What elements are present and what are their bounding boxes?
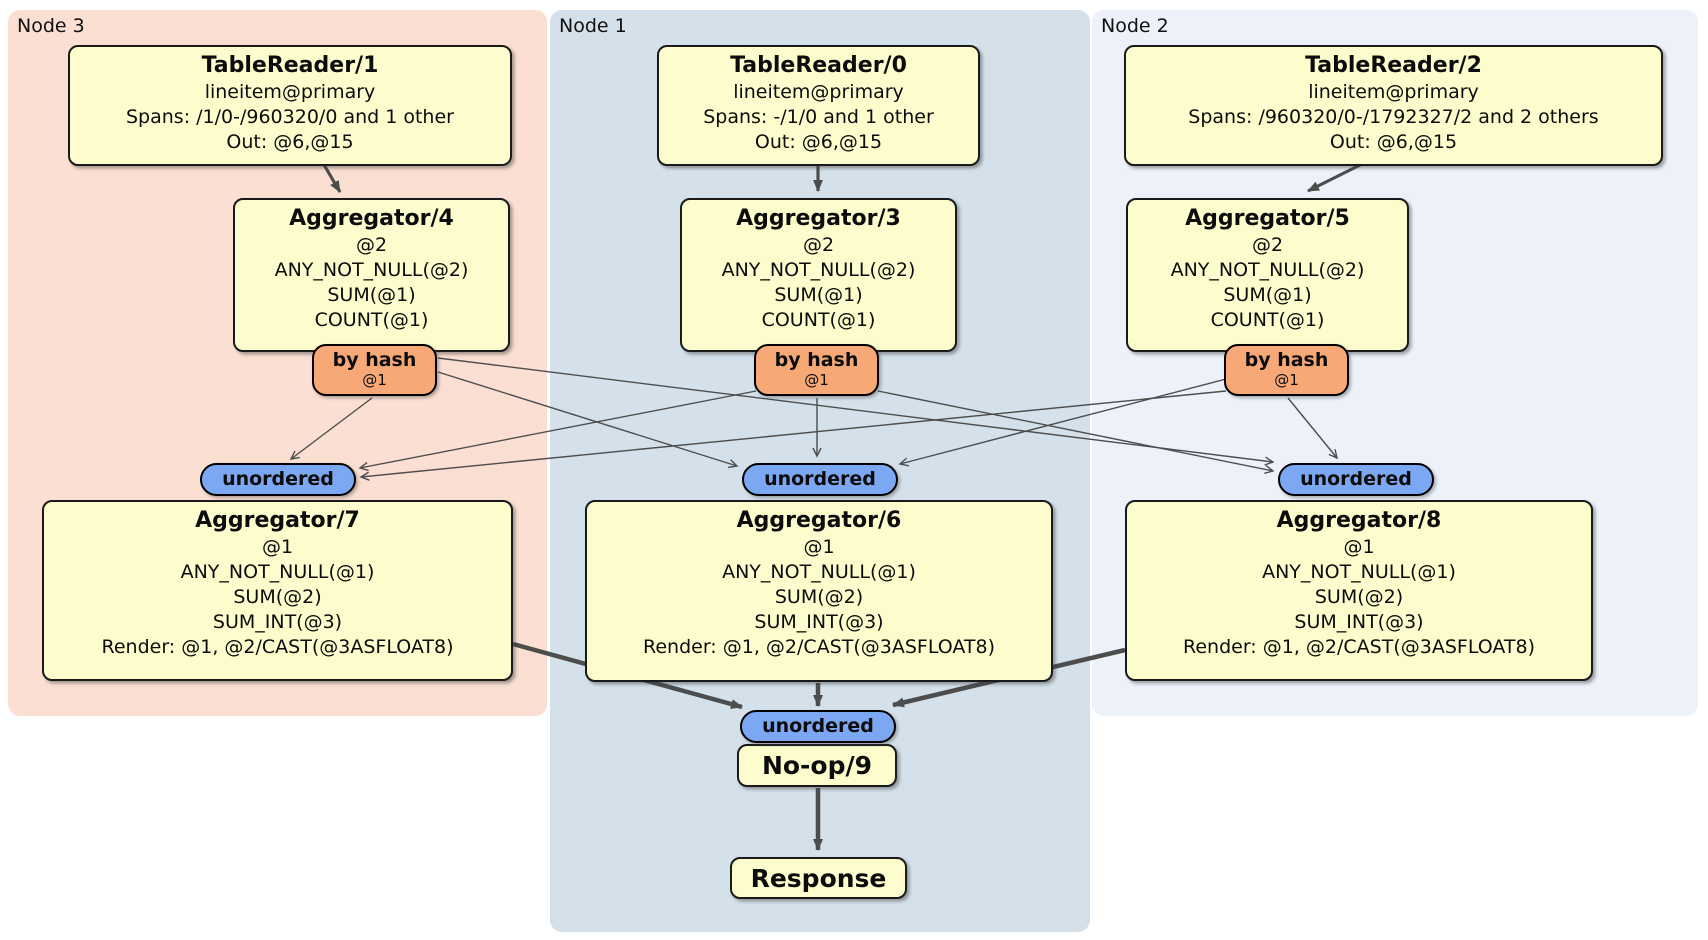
processor-detail: SUM(@2) xyxy=(233,586,322,608)
region-node3-label: Node 3 xyxy=(17,15,85,37)
router-by-hash-right: by hash @1 xyxy=(1224,344,1349,396)
region-node2-label: Node 2 xyxy=(1101,15,1169,37)
processor-detail: ANY_NOT_NULL(@2) xyxy=(274,259,469,281)
edge-hashL-syncC xyxy=(437,371,739,469)
processor-detail: Out: @6,@15 xyxy=(754,131,883,153)
processor-title: No-op/9 xyxy=(761,751,873,780)
sync-label: unordered xyxy=(1300,468,1412,490)
processor-detail: @1 xyxy=(261,536,294,558)
sync-label: unordered xyxy=(222,468,334,490)
router-columns: @1 xyxy=(804,371,829,389)
processor-title: Aggregator/6 xyxy=(736,508,902,533)
processor-detail: ANY_NOT_NULL(@1) xyxy=(180,561,375,583)
edge-hashC-syncR xyxy=(877,390,1275,475)
processor-detail: ANY_NOT_NULL(@2) xyxy=(721,259,916,281)
processor-noop: No-op/9 xyxy=(737,744,897,787)
processor-title: Aggregator/5 xyxy=(1185,206,1350,231)
processor-detail: @1 xyxy=(803,536,835,558)
processor-detail: Spans: /960320/0-/1792327/2 and 2 others xyxy=(1188,106,1599,128)
processor-detail: ANY_NOT_NULL(@1) xyxy=(1262,561,1456,583)
sync-unordered-center: unordered xyxy=(742,463,898,496)
processor-detail: @1 xyxy=(1343,536,1375,558)
processor-detail: SUM(@2) xyxy=(1314,586,1404,608)
processor-detail: COUNT(@1) xyxy=(761,309,876,331)
edge-hashL-syncR xyxy=(437,357,1275,466)
processor-aggregator-8: Aggregator/8 @1 ANY_NOT_NULL(@1) SUM(@2)… xyxy=(1125,500,1593,681)
processor-detail: Spans: -/1/0 and 1 other xyxy=(703,106,934,128)
processor-title: TableReader/2 xyxy=(1305,53,1482,78)
edge-hashR-syncC xyxy=(898,377,1231,467)
processor-detail: Render: @1, @2/CAST(@3ASFLOAT8) xyxy=(1183,636,1535,658)
processor-detail: SUM_INT(@3) xyxy=(1294,611,1424,633)
processor-aggregator-4: Aggregator/4 @2 ANY_NOT_NULL(@2) SUM(@1)… xyxy=(233,198,510,352)
processor-tablereader-0: TableReader/0 lineitem@primary Spans: -/… xyxy=(657,45,980,166)
processor-aggregator-5: Aggregator/5 @2 ANY_NOT_NULL(@2) SUM(@1)… xyxy=(1126,198,1409,352)
processor-tablereader-1: TableReader/1 lineitem@primary Spans: /1… xyxy=(68,45,512,166)
processor-detail: SUM(@1) xyxy=(774,284,863,306)
processor-title: Aggregator/4 xyxy=(289,206,454,231)
processor-detail: Spans: /1/0-/960320/0 and 1 other xyxy=(126,106,454,128)
router-by-hash-center: by hash @1 xyxy=(754,344,879,396)
processor-detail: COUNT(@1) xyxy=(1210,309,1325,331)
processor-detail: SUM(@1) xyxy=(1223,284,1312,306)
sync-unordered-left: unordered xyxy=(200,463,356,496)
sync-label: unordered xyxy=(764,468,876,490)
processor-aggregator-6: Aggregator/6 @1 ANY_NOT_NULL(@1) SUM(@2)… xyxy=(585,500,1053,682)
processor-aggregator-7: Aggregator/7 @1 ANY_NOT_NULL(@1) SUM(@2)… xyxy=(42,500,513,681)
router-columns: @1 xyxy=(362,371,387,389)
response-box: Response xyxy=(730,857,907,899)
processor-detail: Render: @1, @2/CAST(@3ASFLOAT8) xyxy=(643,636,995,658)
processor-detail: Out: @6,@15 xyxy=(1329,131,1458,153)
processor-detail: COUNT(@1) xyxy=(314,309,429,331)
response-label: Response xyxy=(750,864,887,893)
edge-hashR-syncL xyxy=(359,390,1227,481)
processor-title: Aggregator/3 xyxy=(736,206,901,231)
processor-detail: @2 xyxy=(802,234,835,256)
sync-unordered-right: unordered xyxy=(1278,463,1434,496)
processor-detail: ANY_NOT_NULL(@2) xyxy=(1170,259,1365,281)
processor-detail: SUM(@2) xyxy=(774,586,864,608)
sync-unordered-bottom: unordered xyxy=(740,710,896,743)
processor-detail: lineitem@primary xyxy=(733,81,904,103)
processor-detail: SUM_INT(@3) xyxy=(754,611,884,633)
processor-detail: @2 xyxy=(1251,234,1284,256)
processor-title: TableReader/1 xyxy=(201,53,379,78)
router-label: by hash xyxy=(774,349,859,371)
processor-detail: Render: @1, @2/CAST(@3ASFLOAT8) xyxy=(101,636,454,658)
processor-detail: SUM(@1) xyxy=(327,284,416,306)
processor-title: TableReader/0 xyxy=(730,53,907,78)
processor-detail: lineitem@primary xyxy=(1308,81,1479,103)
processor-tablereader-2: TableReader/2 lineitem@primary Spans: /9… xyxy=(1124,45,1663,166)
edge-hashL-syncL xyxy=(289,397,373,460)
processor-detail: @2 xyxy=(355,234,388,256)
edge-hashR-syncR xyxy=(1287,397,1338,460)
router-label: by hash xyxy=(332,349,417,371)
router-columns: @1 xyxy=(1274,371,1299,389)
router-label: by hash xyxy=(1244,349,1329,371)
processor-detail: lineitem@primary xyxy=(204,81,376,103)
router-by-hash-left: by hash @1 xyxy=(312,344,437,396)
processor-aggregator-3: Aggregator/3 @2 ANY_NOT_NULL(@2) SUM(@1)… xyxy=(680,198,957,352)
processor-detail: ANY_NOT_NULL(@1) xyxy=(722,561,916,583)
processor-title: Aggregator/7 xyxy=(195,508,360,533)
edge-hashC-syncL xyxy=(358,390,757,472)
processor-detail: SUM_INT(@3) xyxy=(212,611,343,633)
region-node1-label: Node 1 xyxy=(559,15,627,37)
sync-label: unordered xyxy=(762,715,874,737)
processor-detail: Out: @6,@15 xyxy=(226,131,354,153)
processor-title: Aggregator/8 xyxy=(1276,508,1442,533)
